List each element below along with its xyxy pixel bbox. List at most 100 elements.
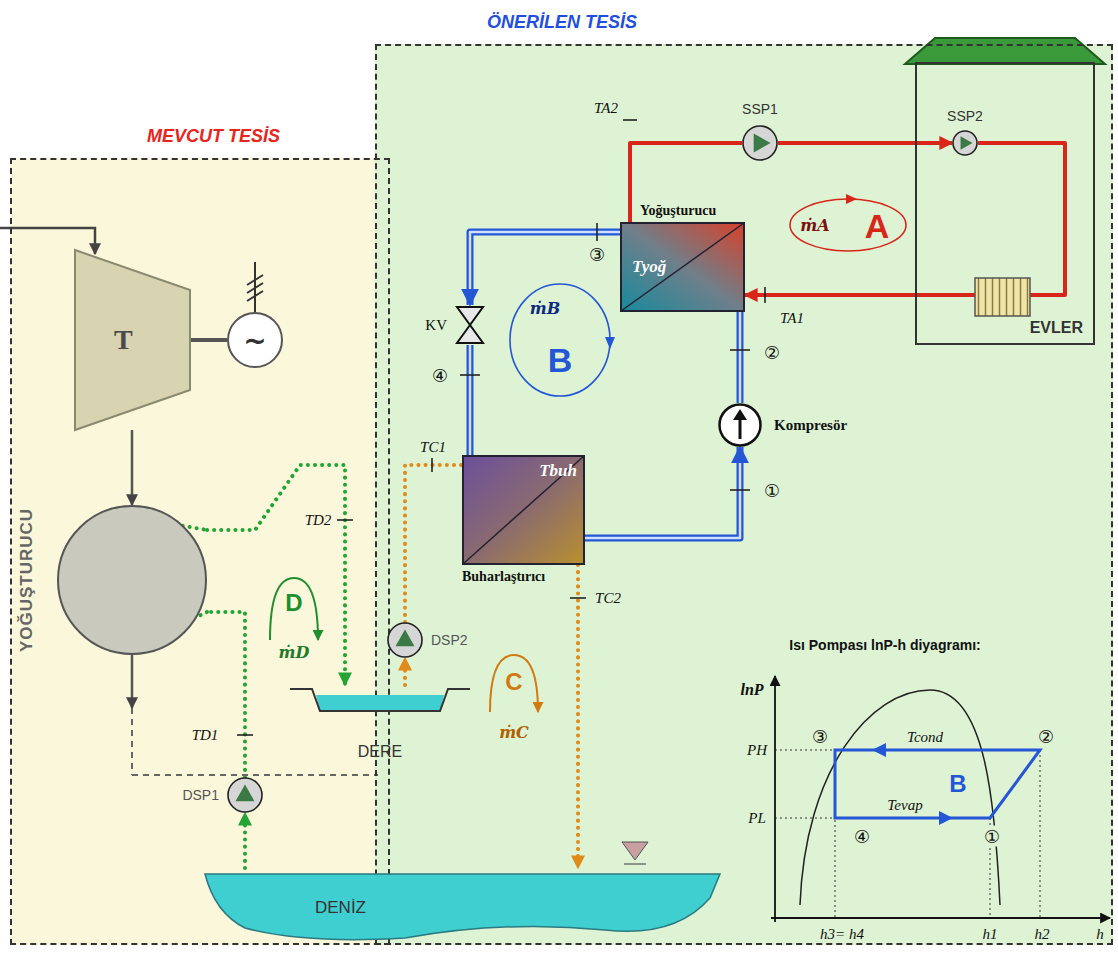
- state-callout: ②: [764, 342, 780, 363]
- pipe-line: [576, 565, 580, 868]
- cycle-arrow: [872, 743, 886, 757]
- pump: DSP1: [227, 777, 263, 813]
- stream-water: [316, 695, 444, 711]
- node-shape: [205, 868, 720, 945]
- node-shape: [455, 305, 485, 345]
- sensor-tick: [337, 519, 353, 521]
- axis-tick-label: h: [1096, 926, 1104, 943]
- steam-inlet: [0, 228, 95, 254]
- stream: DERE: [290, 685, 470, 775]
- sensor-tick: [431, 458, 433, 472]
- pipe-heads: [470, 232, 620, 305]
- loop-letter: B: [548, 341, 573, 380]
- pipe-connector: [470, 232, 620, 305]
- proposed-plant-ground: [375, 44, 1113, 945]
- sensor-tick: [730, 489, 750, 491]
- vessel-circle: [58, 506, 206, 654]
- node-label: DENİZ: [315, 898, 366, 918]
- plant-region: YoğuşturucuTyoğKVBuharlaştırıcıTbuhKompr…: [375, 44, 1113, 945]
- pipe-line: [131, 430, 134, 505]
- pump-impeller: [236, 784, 255, 801]
- state-callout: ①: [983, 826, 1001, 847]
- loop-a-ring: [790, 199, 906, 251]
- node-shape: [742, 125, 778, 161]
- pipe-core: [470, 232, 620, 305]
- sensor-tick: [596, 223, 598, 241]
- node-shape: [718, 403, 762, 447]
- compressor-arrow-head: [733, 409, 747, 420]
- pipe-connector: [470, 345, 471, 455]
- pipe-heads: [207, 612, 245, 777]
- pump-impeller: [961, 136, 973, 149]
- compressor-arrow: [739, 418, 742, 439]
- sensor-tick: [570, 597, 586, 599]
- loop-letter: A: [865, 207, 890, 246]
- pipe-line: [207, 612, 245, 777]
- pump-impeller: [396, 629, 415, 646]
- loop-b-arrow: [605, 337, 615, 349]
- pipe-heads: [470, 345, 471, 455]
- pipe-line: [243, 813, 247, 868]
- node-shape: [387, 622, 423, 658]
- heat-exchanger: YoğuşturucuTyoğ: [620, 222, 745, 312]
- generator: ~: [227, 312, 283, 368]
- node-shape: [290, 685, 470, 775]
- temperature-label: Tevap: [886, 797, 923, 814]
- pipe-connector: [630, 143, 742, 222]
- compressor: Kompresör: [718, 403, 762, 447]
- condensate-line: [131, 708, 133, 775]
- pump-casing: [953, 131, 977, 155]
- sensor-label: TC1: [420, 439, 446, 456]
- pipe-connector: [132, 430, 133, 505]
- chart-title: Isı Pompası lnP-h diyagramı:: [789, 637, 980, 653]
- pipe-line: [585, 447, 740, 538]
- node-label: Tbuh: [539, 461, 577, 481]
- sensor-label: TA1: [780, 310, 804, 327]
- condensate-line: [132, 774, 378, 776]
- node-label: YOĞUŞTURUCU: [17, 508, 37, 652]
- sensor-label: TD1: [192, 727, 219, 744]
- node-label: Tyoğ: [632, 257, 666, 277]
- sensor-label: TD2: [305, 512, 332, 529]
- condensate-outlet: [131, 655, 134, 708]
- state-callout: ④: [432, 365, 448, 386]
- exchanger-body: [621, 223, 744, 311]
- pressure-label: PH: [746, 742, 768, 759]
- pipe-heads: [132, 430, 133, 505]
- y-axis: [774, 676, 776, 922]
- pump-casing: [388, 623, 422, 657]
- pipe-heads: [207, 465, 345, 685]
- existing-plant-ground: [10, 158, 390, 945]
- node-label: DSP2: [431, 632, 468, 648]
- guide-line: [775, 750, 835, 751]
- radiator: [975, 278, 1030, 316]
- exchanger-wall: [621, 223, 744, 311]
- node-label: SSP1: [742, 101, 778, 117]
- pipe-line: [207, 465, 345, 685]
- cycle-path: [835, 750, 1040, 818]
- pipe-line: [778, 141, 952, 145]
- turbine: T: [75, 250, 190, 430]
- pipe-connector: [190, 340, 227, 341]
- pipe-line: [405, 465, 462, 622]
- pump: DSP2: [387, 622, 423, 658]
- sensor-ticks: [237, 120, 765, 735]
- guide-lines: [775, 750, 1040, 918]
- sensor-tick: [460, 374, 480, 376]
- pipe-heads: [740, 312, 741, 403]
- pipe-connector: [207, 612, 245, 777]
- node-label: SSP2: [947, 108, 983, 124]
- node-label: Yoğuşturucu: [640, 203, 716, 219]
- pump: SSP1: [742, 125, 778, 161]
- loop-letter: B: [949, 770, 966, 798]
- pipe-heads: [190, 340, 227, 341]
- node-label: T: [114, 324, 133, 356]
- pipe-line: [745, 143, 1065, 295]
- sensor-tick: [623, 119, 637, 121]
- sensor-label: TA2: [594, 100, 618, 117]
- house: SSP2EVLER: [915, 62, 1095, 345]
- flow-rate-label: ṁA: [800, 216, 829, 235]
- pipe-heads: [745, 143, 1065, 295]
